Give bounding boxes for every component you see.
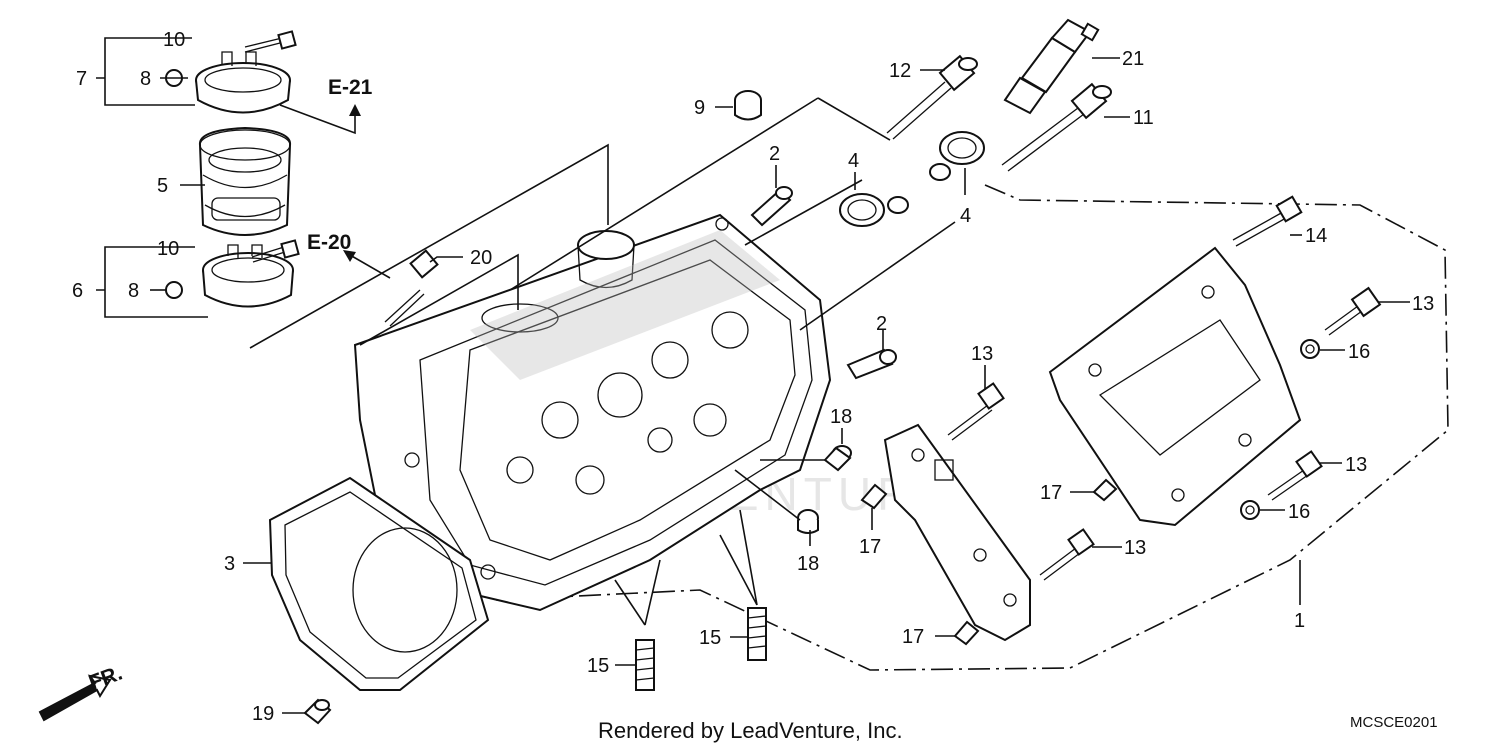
callout-17: 17 — [859, 536, 881, 558]
bolt-13-d — [1039, 528, 1095, 581]
valve-guide-2-upper — [750, 186, 793, 227]
callout-18: 18 — [830, 406, 852, 428]
intake-clamp-lower — [202, 244, 294, 308]
callout-1: 1 — [1294, 610, 1305, 632]
camshaft-holder — [883, 423, 1031, 642]
callout-3: 3 — [224, 553, 235, 575]
arrow-e20 — [343, 250, 356, 262]
leader-lines — [96, 37, 1410, 714]
callout-10: 10 — [163, 29, 185, 51]
ref-label-e21: E-21 — [328, 76, 373, 99]
nut-16-b — [1240, 500, 1260, 520]
insulator-5 — [198, 126, 292, 236]
callout-7: 7 — [76, 68, 87, 90]
stud-15-right — [747, 607, 767, 661]
intake-clamp-upper — [195, 51, 291, 114]
callout-13: 13 — [971, 343, 993, 365]
callout-14: 14 — [1305, 225, 1327, 247]
casting-shading — [470, 230, 780, 380]
bolt-13-c — [1267, 450, 1323, 501]
callout-5: 5 — [157, 175, 168, 197]
callout-8: 8 — [128, 280, 139, 302]
bolt-13-b — [947, 382, 1005, 441]
callout-4: 4 — [848, 150, 859, 172]
callout-4: 4 — [960, 205, 971, 227]
callout-2: 2 — [769, 143, 780, 165]
dowel-18-upper — [823, 445, 852, 472]
bolt-20 — [384, 249, 439, 327]
stud-bolt-11 — [1001, 82, 1112, 172]
callout-15: 15 — [699, 627, 721, 649]
cylinder-head — [353, 213, 832, 612]
callout-12: 12 — [889, 60, 911, 82]
bolt-10-upper — [244, 30, 297, 53]
callout-19: 19 — [252, 703, 274, 725]
nut-16-a — [1300, 339, 1320, 359]
callout-8: 8 — [140, 68, 151, 90]
direction-label: FR. — [86, 662, 126, 695]
stud-bolt-12 — [886, 54, 978, 140]
diagram-code: MCSCE0201 — [1350, 714, 1438, 731]
bolt-14 — [1232, 195, 1303, 247]
bolt-10-lower — [251, 239, 300, 263]
callout-13: 13 — [1124, 537, 1146, 559]
dowel-18-lower — [797, 509, 819, 534]
assembly-boundary-line — [454, 184, 1449, 671]
callout-11: 11 — [1133, 107, 1154, 129]
callout-13: 13 — [1345, 454, 1367, 476]
callout-17: 17 — [1040, 482, 1062, 504]
o-ring-4-right — [929, 131, 985, 181]
callout-20: 20 — [470, 247, 492, 269]
callout-16: 16 — [1348, 341, 1370, 363]
callout-15: 15 — [587, 655, 609, 677]
o-ring-4-left — [839, 193, 909, 227]
callout-13: 13 — [1412, 293, 1434, 315]
stud-15-left — [635, 639, 655, 691]
callout-6: 6 — [72, 280, 83, 302]
callout-9: 9 — [694, 97, 705, 119]
dowel-9 — [734, 90, 762, 121]
dowel-17-c — [953, 620, 980, 646]
footer-credit: Rendered by LeadVenture, Inc. — [598, 718, 903, 743]
dowel-17-a — [860, 483, 888, 510]
callout-16: 16 — [1288, 501, 1310, 523]
arrow-e21 — [349, 104, 361, 116]
valve-guide-2-lower — [846, 348, 897, 380]
nut-8-lower — [165, 281, 183, 299]
callout-2: 2 — [876, 313, 887, 335]
dowel-19 — [303, 698, 332, 725]
camshaft-holder-right — [1048, 246, 1302, 527]
callout-21: 21 — [1122, 48, 1144, 70]
front-direction-arrow-icon — [38, 674, 112, 722]
ref-label-e20: E-20 — [307, 231, 351, 254]
bolt-13-a — [1324, 286, 1382, 336]
callout-10: 10 — [157, 238, 179, 260]
dowel-17-b — [1092, 478, 1118, 502]
callout-17: 17 — [902, 626, 924, 648]
callout-18: 18 — [797, 553, 819, 575]
head-gasket — [268, 476, 490, 691]
spark-plug — [1003, 18, 1100, 115]
